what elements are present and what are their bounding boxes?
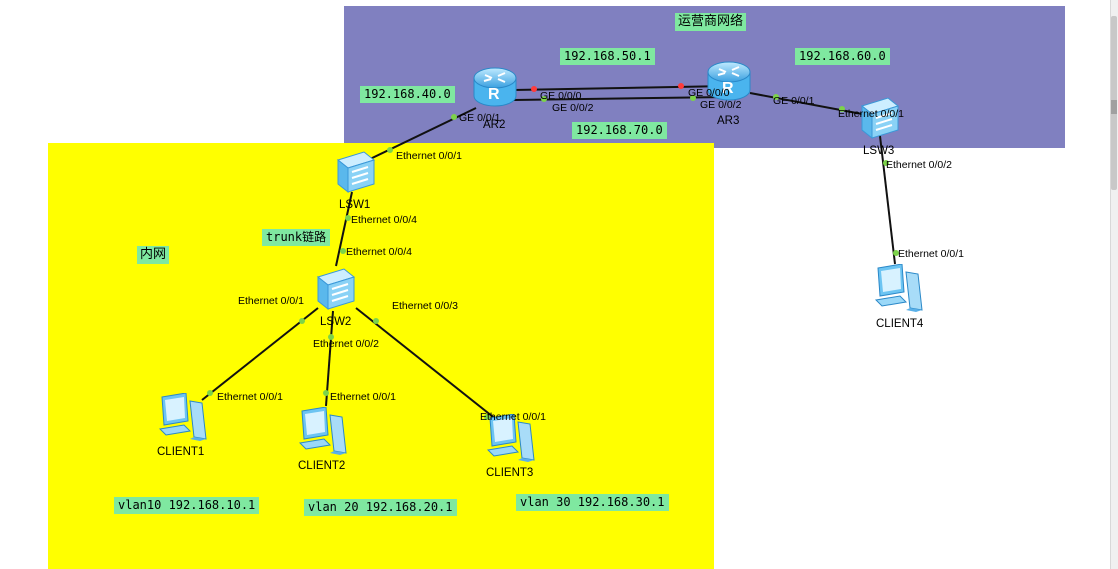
device-name-lsw2: LSW2 [320, 316, 352, 328]
switch-lsw1-icon[interactable] [334, 150, 378, 194]
subnet-label-50: 192.168.50.1 [560, 48, 655, 65]
svg-text:R: R [488, 86, 500, 103]
port-label-client3-e001: Ethernet 0/0/1 [480, 411, 546, 423]
port-label-lsw2-e003: Ethernet 0/0/3 [392, 300, 458, 312]
port-label-ar2-ge002: GE 0/0/2 [552, 102, 594, 114]
router-ar2-icon[interactable]: R [470, 64, 520, 110]
switch-lsw2-icon[interactable] [314, 267, 358, 311]
port-dot-ar3-ge000 [678, 83, 684, 89]
isp-zone-title: 运营商网络 [675, 13, 747, 31]
pc-client4-icon[interactable] [872, 264, 926, 314]
vlan10-label: vlan10 192.168.10.1 [114, 497, 260, 514]
device-name-lsw3: LSW3 [863, 145, 895, 157]
link-ar2-ar3-ge000[interactable] [513, 85, 729, 91]
port-label-lsw1-e001: Ethernet 0/0/1 [396, 150, 462, 162]
link-lsw3-client4[interactable] [879, 135, 896, 265]
port-label-ar3-ge000: GE 0/0/0 [688, 87, 730, 99]
port-label-lsw3-e001: Ethernet 0/0/1 [838, 108, 904, 120]
svg-text:R: R [722, 80, 734, 97]
pc-client2-icon[interactable] [296, 407, 350, 457]
pc-client1-icon[interactable] [156, 393, 210, 443]
port-dot-ar3-ge002 [690, 95, 696, 101]
port-dot-ar3-ge001 [773, 94, 779, 100]
port-dot-ar2-ge002 [541, 96, 547, 102]
link-lsw1-lsw2-trunk[interactable] [335, 191, 353, 267]
port-dot-client1-e001 [207, 390, 213, 396]
vlan20-label: vlan 20 192.168.20.1 [304, 499, 457, 516]
link-lsw2-client3[interactable] [355, 307, 503, 425]
port-dot-lsw3-e001 [839, 106, 845, 112]
link-ar2-lsw1[interactable] [367, 107, 477, 161]
trunk-link-label: trunk链路 [262, 229, 331, 246]
device-name-client4: CLIENT4 [876, 318, 924, 330]
device-name-ar2: AR2 [483, 119, 506, 131]
port-dot-client4-e001 [893, 250, 899, 256]
subnet-label-40: 192.168.40.0 [360, 86, 455, 103]
device-name-client3: CLIENT3 [486, 467, 534, 479]
port-dot-lsw2-e003 [373, 318, 379, 324]
port-label-ar3-ge002: GE 0/0/2 [700, 99, 742, 111]
switch-lsw3-icon[interactable] [858, 96, 902, 140]
port-dot-client2-e001 [323, 390, 329, 396]
port-dot-lsw3-e002 [883, 160, 889, 166]
port-label-ar2-ge001: GE 0/0/1 [459, 112, 501, 124]
port-label-lsw3-e002: Ethernet 0/0/2 [886, 159, 952, 171]
port-dot-lsw2-e001 [299, 318, 305, 324]
scrollbar-grip [1111, 100, 1117, 114]
vertical-scrollbar[interactable] [1110, 0, 1118, 569]
port-label-ar2-ge000: GE 0/0/0 [540, 90, 582, 102]
port-dot-lsw1-e001 [387, 147, 393, 153]
subnet-label-60: 192.168.60.0 [795, 48, 890, 65]
router-ar3-icon[interactable]: R [704, 58, 754, 104]
port-label-client4-e001: Ethernet 0/0/1 [898, 248, 964, 260]
port-dot-client3-e001 [484, 414, 490, 420]
port-label-client1-e001: Ethernet 0/0/1 [217, 391, 283, 403]
port-label-ar3-ge001: GE 0/0/1 [773, 95, 815, 107]
port-label-lsw2-e001: Ethernet 0/0/1 [238, 295, 304, 307]
port-label-client2-e001: Ethernet 0/0/1 [330, 391, 396, 403]
pc-client3-icon[interactable] [484, 414, 538, 464]
port-dot-lsw2-e002 [328, 334, 334, 340]
device-name-client1: CLIENT1 [157, 446, 205, 458]
link-lsw2-client2[interactable] [325, 310, 334, 407]
subnet-label-70: 192.168.70.0 [572, 122, 667, 139]
link-lsw2-client1[interactable] [201, 307, 319, 401]
lan-zone-title: 内网 [137, 246, 170, 264]
device-name-ar3: AR3 [717, 115, 740, 127]
port-label-lsw1-e004: Ethernet 0/0/4 [351, 214, 417, 226]
port-dot-ar2-ge000 [531, 86, 537, 92]
port-dot-lsw2-e004 [340, 248, 346, 254]
port-dot-lsw1-e004 [345, 215, 351, 221]
device-name-lsw1: LSW1 [339, 199, 371, 211]
vlan30-label: vlan 30 192.168.30.1 [516, 494, 669, 511]
port-label-lsw2-e004: Ethernet 0/0/4 [346, 246, 412, 258]
port-dot-ar2-ge001 [451, 114, 457, 120]
port-label-lsw2-e002: Ethernet 0/0/2 [313, 338, 379, 350]
device-name-client2: CLIENT2 [298, 460, 346, 472]
